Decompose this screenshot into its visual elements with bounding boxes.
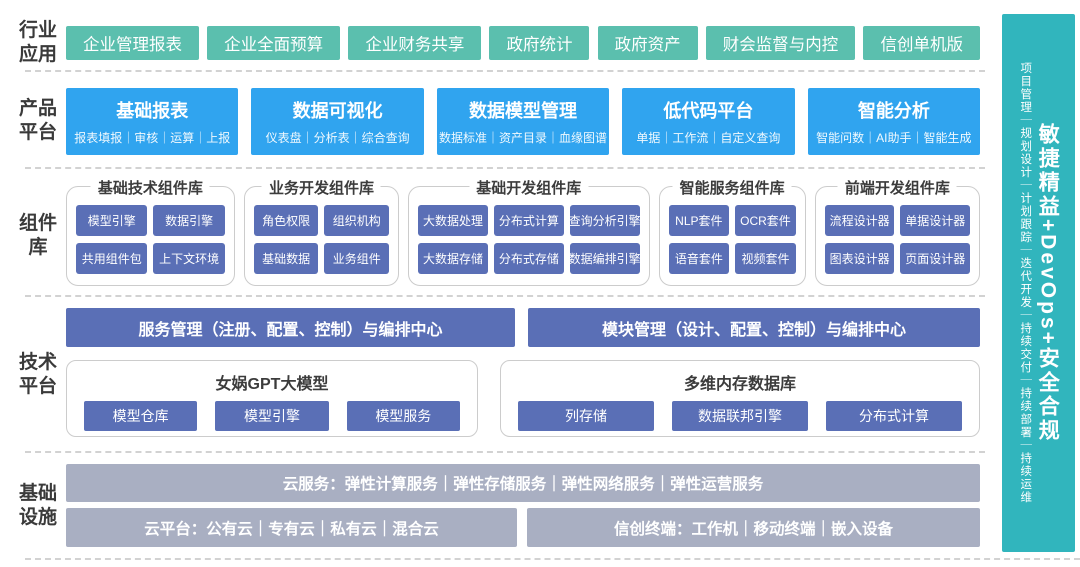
cloud-platform-bar: 云平台：公有云｜专有云｜私有云｜混合云 xyxy=(66,508,517,547)
tech-chip: 模型引擎 xyxy=(215,401,329,431)
devops-sidebar-title: 敏捷精益+DevOps+安全合规 xyxy=(1036,123,1060,443)
component-chip: 共用组件包 xyxy=(76,243,148,274)
component-group: 业务开发组件库 角色权限 组织机构 基础数据 业务组件 xyxy=(243,177,400,286)
component-chip: 数据编排引擎 xyxy=(569,243,640,274)
component-chip: 大数据存储 xyxy=(418,243,488,274)
component-chip: 分布式存储 xyxy=(493,243,564,274)
tech-chip: 数据联邦引擎 xyxy=(672,401,808,431)
component-chip: 大数据处理 xyxy=(418,205,488,236)
gpt-model-chips: 模型仓库 模型引擎 模型服务 xyxy=(67,401,477,431)
product-card-subtitle: 报表填报｜审核｜运算｜上报 xyxy=(74,131,231,145)
component-chip: 数据引擎 xyxy=(153,205,225,236)
component-chip-grid: 角色权限 组织机构 基础数据 业务组件 xyxy=(253,202,390,277)
component-group-title: 智能服务组件库 xyxy=(672,177,792,198)
component-chip: 基础数据 xyxy=(253,243,319,274)
product-card-subtitle: 仪表盘｜分析表｜综合查询 xyxy=(265,131,410,145)
memory-db-chips: 列存储 数据联邦引擎 分布式计算 xyxy=(501,401,979,431)
gpt-model-box-title: 女娲GPT大模型 xyxy=(215,376,329,393)
product-card-subtitle: 数据标准｜资产目录｜血缘图谱 xyxy=(439,131,608,145)
tech-chip: 列存储 xyxy=(518,401,654,431)
component-chip: 视频套件 xyxy=(735,243,796,274)
component-chip: 语音套件 xyxy=(668,243,730,274)
layer-label-components: 组件 库 xyxy=(18,213,57,259)
component-group: 基础开发组件库 大数据处理 分布式计算 查询分析引擎 大数据存储 分布式存储 数… xyxy=(408,177,650,286)
component-chip: 单据设计器 xyxy=(900,205,970,236)
tech-chip: 模型仓库 xyxy=(84,401,198,431)
component-chip: 页面设计器 xyxy=(900,243,970,274)
layer-label-infra: 基础 设施 xyxy=(18,483,57,529)
industry-app-block: 企业全面预算 xyxy=(207,26,341,60)
product-card-subtitle: 智能问数｜AI助手｜智能生成 xyxy=(816,131,972,145)
component-chip: OCR套件 xyxy=(735,205,796,236)
devops-sidebar-items: 项目管理｜规划设计｜计划跟踪｜迭代开发｜持续交付｜持续部署｜持续运维 xyxy=(1019,62,1032,504)
component-chip: 分布式计算 xyxy=(493,205,564,236)
component-group: 智能服务组件库 NLP套件 OCR套件 语音套件 视频套件 xyxy=(658,177,806,286)
layer-label-tech: 技术 平台 xyxy=(18,352,57,398)
component-chip-grid: 模型引擎 数据引擎 共用组件包 上下文环境 xyxy=(76,202,225,277)
product-card: 低代码平台 单据｜工作流｜自定义查询 xyxy=(622,88,795,155)
component-library-row: 基础技术组件库 模型引擎 数据引擎 共用组件包 上下文环境 业务开发组件库 角色… xyxy=(66,177,980,286)
component-chip: 组织机构 xyxy=(324,205,390,236)
component-chip: NLP套件 xyxy=(668,205,730,236)
industry-app-block: 政府资产 xyxy=(597,26,698,60)
separator-dashed xyxy=(25,295,985,297)
component-group-title: 基础技术组件库 xyxy=(90,177,210,198)
component-group: 基础技术组件库 模型引擎 数据引擎 共用组件包 上下文环境 xyxy=(66,177,235,286)
separator-dashed xyxy=(25,167,985,169)
industry-app-block: 政府统计 xyxy=(489,26,590,60)
component-group-title: 业务开发组件库 xyxy=(261,177,381,198)
component-chip: 上下文环境 xyxy=(153,243,225,274)
product-card-title: 基础报表 xyxy=(116,101,189,121)
product-card-title: 低代码平台 xyxy=(663,101,754,121)
component-chip: 模型引擎 xyxy=(76,205,148,236)
component-group-title: 前端开发组件库 xyxy=(837,177,957,198)
memory-db-box: 多维内存数据库 列存储 数据联邦引擎 分布式计算 xyxy=(500,360,980,437)
product-card: 智能分析 智能问数｜AI助手｜智能生成 xyxy=(807,88,981,155)
memory-db-box-title: 多维内存数据库 xyxy=(683,376,796,393)
industry-apps-row: 企业管理报表 企业全面预算 企业财务共享 政府统计 政府资产 财会监督与内控 信… xyxy=(66,26,980,60)
separator-dashed xyxy=(25,70,985,72)
devops-sidebar: 项目管理｜规划设计｜计划跟踪｜迭代开发｜持续交付｜持续部署｜持续运维 敏捷精益+… xyxy=(1002,14,1075,552)
component-chip: 角色权限 xyxy=(253,205,319,236)
industry-app-block: 企业管理报表 xyxy=(66,26,199,60)
product-platform-row: 基础报表 报表填报｜审核｜运算｜上报 数据可视化 仪表盘｜分析表｜综合查询 数据… xyxy=(66,88,981,155)
component-chip-grid: 流程设计器 单据设计器 图表设计器 页面设计器 xyxy=(824,202,970,277)
product-card-title: 数据模型管理 xyxy=(469,101,578,121)
service-management-bar: 服务管理（注册、配置、控制）与编排中心 xyxy=(66,308,515,347)
product-card: 数据模型管理 数据标准｜资产目录｜血缘图谱 xyxy=(436,88,610,155)
cloud-services-bar: 云服务：弹性计算服务｜弹性存储服务｜弹性网络服务｜弹性运营服务 xyxy=(66,464,980,502)
component-chip: 业务组件 xyxy=(324,243,390,274)
tech-chip: 模型服务 xyxy=(346,401,460,431)
product-card-subtitle: 单据｜工作流｜自定义查询 xyxy=(636,131,781,145)
product-card: 基础报表 报表填报｜审核｜运算｜上报 xyxy=(66,88,239,155)
component-chip: 图表设计器 xyxy=(824,243,895,274)
component-chip: 流程设计器 xyxy=(824,205,895,236)
industry-app-block: 信创单机版 xyxy=(863,26,980,60)
industry-app-block: 企业财务共享 xyxy=(348,26,482,60)
layer-label-product: 产品 平台 xyxy=(18,98,57,144)
module-management-bar: 模块管理（设计、配置、控制）与编排中心 xyxy=(528,308,980,347)
industry-app-block: 财会监督与内控 xyxy=(705,26,856,60)
product-card: 数据可视化 仪表盘｜分析表｜综合查询 xyxy=(251,88,424,155)
xinchuang-terminal-bar: 信创终端：工作机｜移动终端｜嵌入设备 xyxy=(527,508,980,547)
tech-chip: 分布式计算 xyxy=(826,401,962,431)
component-chip-grid: NLP套件 OCR套件 语音套件 视频套件 xyxy=(668,202,796,277)
separator-dashed xyxy=(25,451,985,453)
product-card-title: 智能分析 xyxy=(857,101,930,121)
separator-dashed xyxy=(25,558,1080,560)
component-chip: 查询分析引擎 xyxy=(569,205,640,236)
component-chip-grid: 大数据处理 分布式计算 查询分析引擎 大数据存储 分布式存储 数据编排引擎 xyxy=(418,202,640,277)
gpt-model-box: 女娲GPT大模型 模型仓库 模型引擎 模型服务 xyxy=(66,360,478,437)
product-card-title: 数据可视化 xyxy=(292,101,383,121)
component-group-title: 基础开发组件库 xyxy=(469,177,589,198)
layer-label-industry: 行业 应用 xyxy=(18,20,57,66)
component-group: 前端开发组件库 流程设计器 单据设计器 图表设计器 页面设计器 xyxy=(814,177,980,286)
